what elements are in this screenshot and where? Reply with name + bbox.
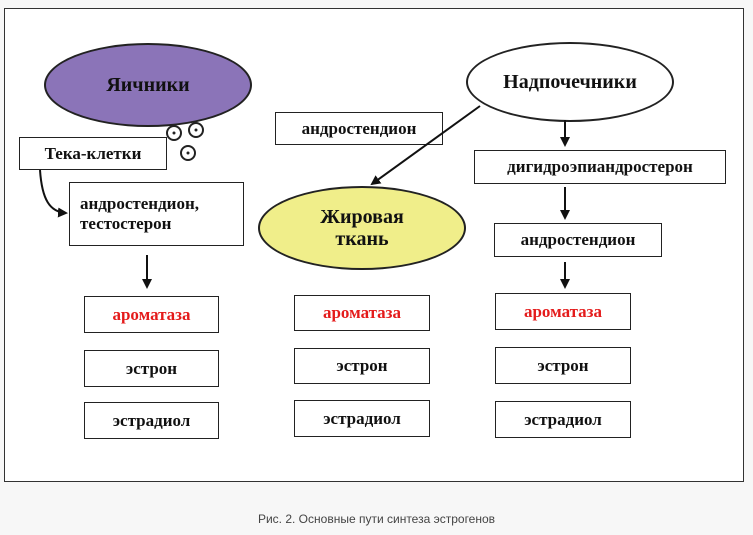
androstenedione-label-right: андростендион (520, 230, 636, 250)
estradiol-label-left: эстрадиол (112, 410, 191, 430)
aromatase-label-left: ароматаза (112, 304, 191, 324)
estradiol-box-middle: эстрадиол (294, 400, 430, 437)
aromatase-label-middle: ароматаза (322, 303, 402, 323)
aromatase-box-right: ароматаза (495, 293, 631, 330)
theca-cells-icon (166, 122, 204, 161)
androstenedione-box-right: андростендион (494, 223, 662, 257)
androstenedione-testosterone-label: андростендион, тестостерон (80, 194, 200, 233)
estrone-label-middle: эстрон (336, 356, 388, 376)
adipose-tissue-node: Жировая ткань (258, 186, 466, 270)
aromatase-label-right: ароматаза (523, 301, 603, 321)
dhea-label: дигидроэпиандростерон (507, 157, 693, 177)
aromatase-box-left: ароматаза (84, 296, 219, 333)
estrone-label-right: эстрон (537, 355, 589, 375)
estrone-label-left: эстрон (125, 358, 178, 378)
estradiol-box-left: эстрадиол (84, 402, 219, 439)
estradiol-label-right: эстрадиол (524, 409, 602, 429)
ovaries-node: Яичники (44, 43, 252, 127)
adrenals-label: Надпочечники (503, 71, 637, 93)
androstenedione-label-middle: андростендион (301, 118, 417, 138)
theca-cells-box: Тека-клетки (19, 137, 167, 170)
adrenals-node: Надпочечники (466, 42, 674, 122)
estrone-box-middle: эстрон (294, 348, 430, 384)
estrone-box-left: эстрон (84, 350, 219, 387)
androstenedione-box-middle: андростендион (275, 112, 443, 145)
androstenedione-testosterone-box: андростендион, тестостерон (69, 182, 244, 246)
estradiol-box-right: эстрадиол (495, 401, 631, 438)
adipose-tissue-label: Жировая ткань (320, 206, 404, 250)
dhea-box: дигидроэпиандростерон (474, 150, 726, 184)
figure-caption: Рис. 2. Основные пути синтеза эстрогенов (257, 512, 496, 526)
theca-cells-label: Тека-клетки (44, 143, 142, 163)
ovaries-label: Яичники (106, 74, 190, 96)
estradiol-label-middle: эстрадиол (323, 408, 401, 428)
estrone-box-right: эстрон (495, 347, 631, 384)
aromatase-box-middle: ароматаза (294, 295, 430, 331)
